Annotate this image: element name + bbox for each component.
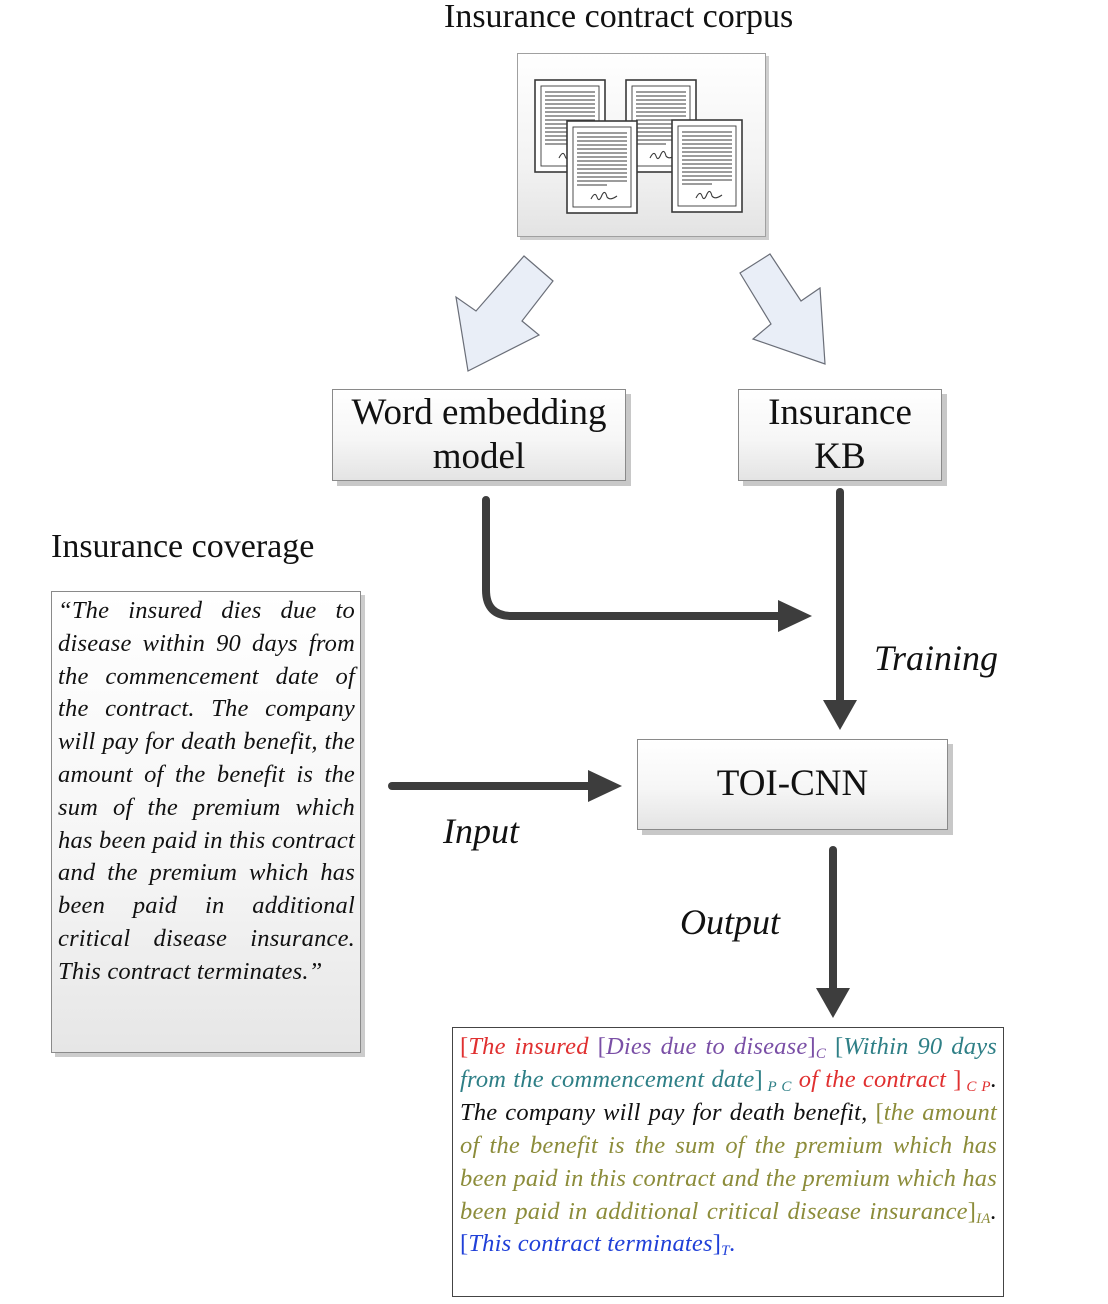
word-embedding-model-box: Word embedding model [332,389,626,481]
output-annotated-text: [The insured [Dies due to disease]C [Wit… [452,1027,1004,1297]
kb-arrowhead [823,700,857,730]
coverage-text: “The insured dies due to disease within … [58,597,355,985]
input-label: Input [443,811,519,851]
coverage-title: Insurance coverage [51,528,315,565]
corpus-title: Insurance contract corpus [444,0,794,35]
output-segment: Within 90 days from the commencement dat… [460,1033,998,1093]
insurance-kb-box: Insurance KB [738,389,942,481]
training-label: Training [874,638,999,678]
output-segment: ] [946,1065,962,1093]
coverage-text-box: “The insured dies due to disease within … [51,591,361,1053]
output-segment: ] [712,1230,722,1258]
output-segment: [ [460,1033,469,1060]
output-segment: The insured [468,1033,598,1060]
corpus-to-embedding-arrow [455,255,554,372]
output-segment: [ [875,1098,884,1126]
output-segment: Dies due to disease [605,1033,808,1060]
output-segment: ] [754,1065,763,1093]
output-segment: . [990,1197,997,1225]
output-tag-label: C [815,1046,827,1062]
insurance-kb-label-line2: KB [814,436,866,477]
word-embedding-label-line2: model [432,436,526,477]
corpus-to-kb-arrow [739,253,826,365]
embedding-to-model-line [482,496,790,620]
word-embedding-label-line1: Word embedding [351,391,607,433]
output-segment: . The company will pay for death benefit… [460,1065,998,1126]
output-segment: [ [597,1033,606,1060]
toi-cnn-label: TOI-CNN [716,763,869,805]
corpus-box [517,53,766,237]
output-segment: the amount of the benefit is the sum of … [460,1098,997,1225]
output-segment: of the contract [791,1065,947,1093]
output-label: Output [680,902,781,942]
output-segment: . [729,1230,736,1258]
output-tag-label: IA [976,1210,991,1227]
output-tag-label: T [721,1243,730,1260]
output-tag-label: P C [762,1078,792,1095]
embedding-arrowhead [778,600,812,632]
output-tag-label: C P [961,1078,991,1095]
documents-icon [534,79,743,214]
insurance-kb-label-line1: Insurance [768,391,912,433]
output-arrowhead [816,988,850,1018]
input-arrowhead [588,770,622,802]
output-segment: ] [967,1197,977,1225]
output-segment: [ [834,1033,844,1060]
output-segment: [ [460,1230,469,1258]
output-segment: ] [807,1033,816,1060]
output-segment [826,1033,835,1060]
output-segment: This contract terminates [468,1230,713,1258]
toi-cnn-box: TOI-CNN [637,739,948,830]
